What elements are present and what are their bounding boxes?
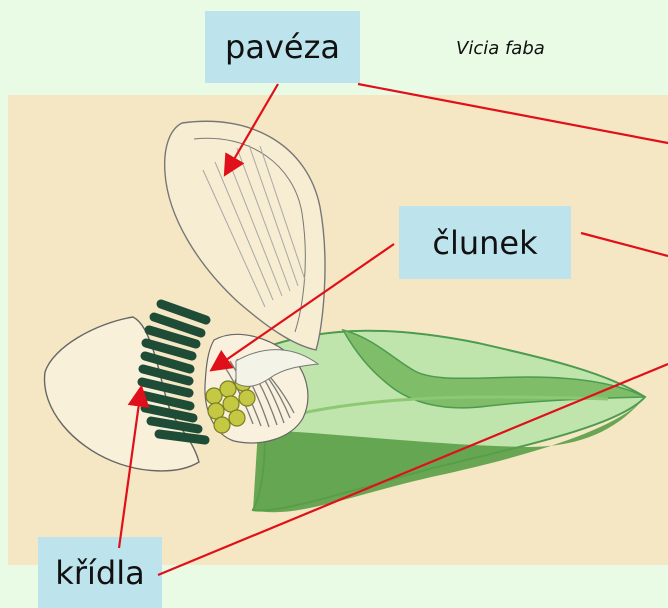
species-name: Vicia faba — [456, 38, 545, 59]
label-paveza-text: pavéza — [225, 31, 340, 63]
flower-illustration — [8, 95, 668, 565]
label-kridla-text: křídla — [55, 557, 144, 589]
label-paveza: pavéza — [205, 11, 360, 83]
label-clunek: člunek — [399, 206, 571, 279]
label-clunek-text: člunek — [432, 227, 537, 259]
label-kridla: křídla — [38, 537, 162, 608]
